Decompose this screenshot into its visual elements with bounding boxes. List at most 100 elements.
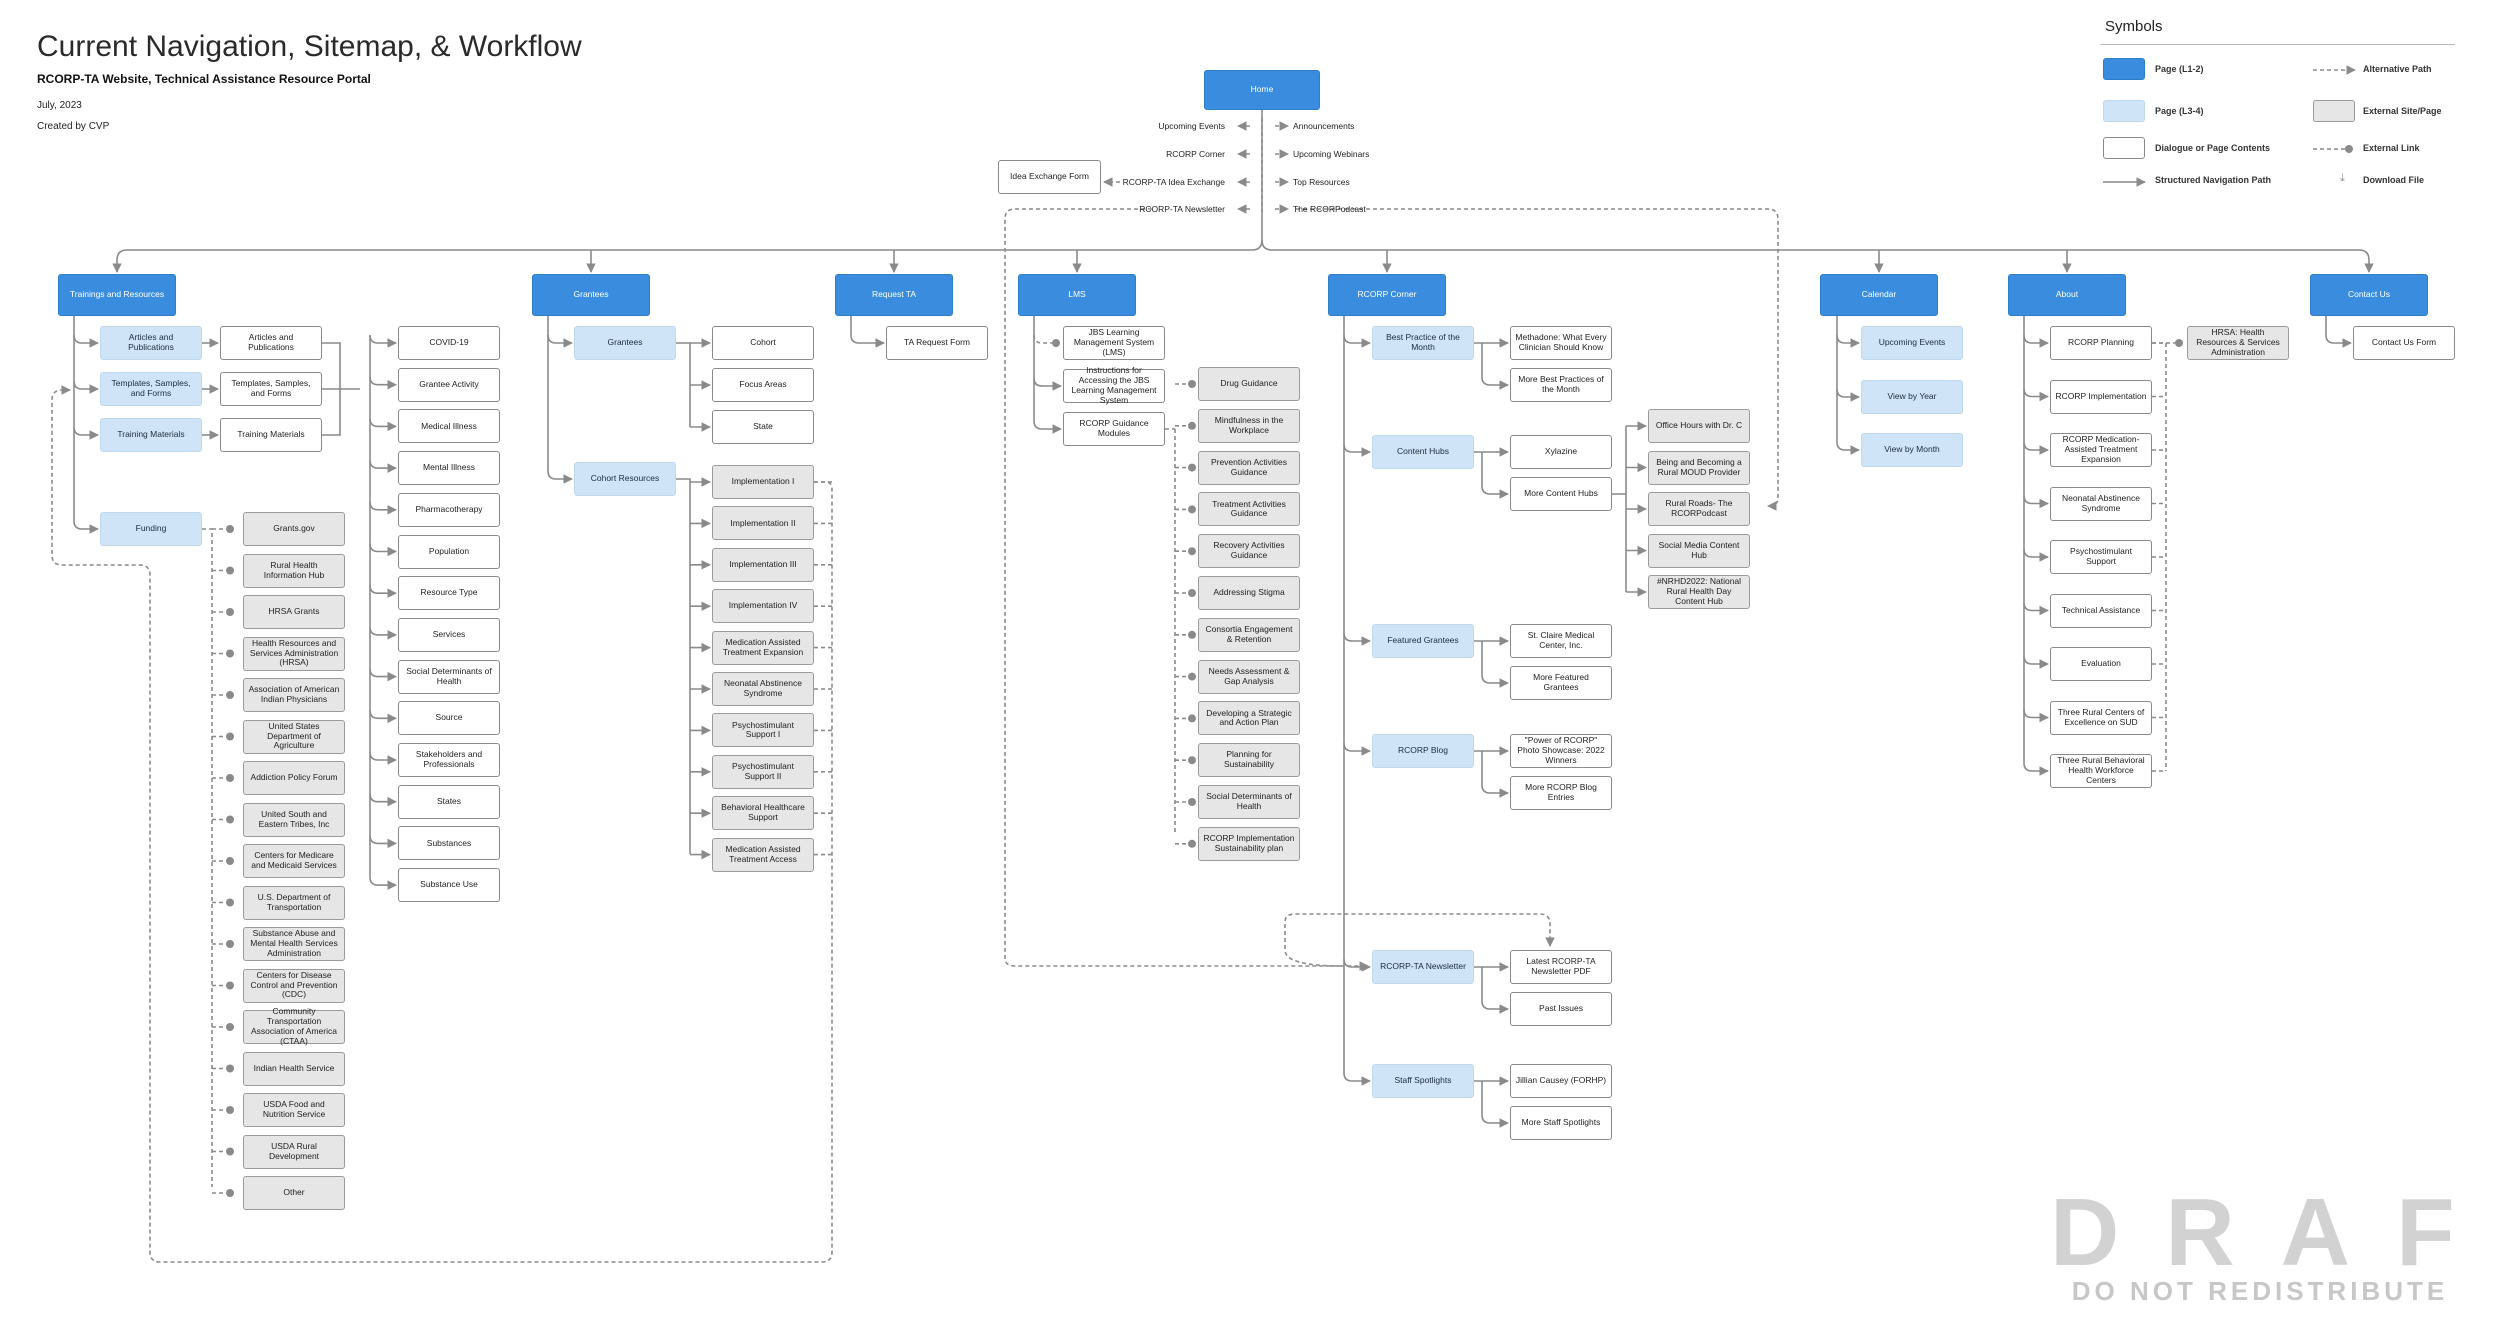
featured-more[interactable]: More Featured Grantees <box>1510 666 1612 700</box>
about-item-3[interactable]: Neonatal Abstinence Syndrome <box>2050 486 2152 521</box>
lms-module-4[interactable]: Recovery Activities Guidance <box>1198 534 1300 569</box>
cohort-item-0[interactable]: Implementation I <box>712 465 814 499</box>
funding-link-3[interactable]: Health Resources and Services Administra… <box>243 636 345 671</box>
corner-content-hubs[interactable]: Content Hubs <box>1372 435 1474 469</box>
best-practice-methadone[interactable]: Methadone: What Every Clinician Should K… <box>1510 326 1612 360</box>
resource-filter-11[interactable]: States <box>398 784 500 819</box>
resource-filter-10[interactable]: Stakeholders and Professionals <box>398 743 500 777</box>
calendar-view-month[interactable]: View by Month <box>1861 433 1963 467</box>
trainings-articles-page[interactable]: Articles and Publications <box>100 326 202 360</box>
about-item-4[interactable]: Psychostimulant Support <box>2050 540 2152 574</box>
resource-filter-7[interactable]: Services <box>398 617 500 652</box>
home-link-upcoming-events[interactable]: Upcoming Events <box>1158 121 1225 131</box>
grantee-filter-state[interactable]: State <box>712 410 814 444</box>
lms-jbs-system[interactable]: JBS Learning Management System (LMS) <box>1063 326 1165 360</box>
hub-more-item-3[interactable]: Social Media Content Hub <box>1648 533 1750 568</box>
lms-module-10[interactable]: Social Determinants of Health <box>1198 785 1300 819</box>
nav-lms[interactable]: LMS <box>1018 274 1136 316</box>
trainings-templates-page[interactable]: Templates, Samples, and Forms <box>100 372 202 406</box>
resource-filter-13[interactable]: Substance Use <box>398 868 500 903</box>
funding-link-6[interactable]: Addiction Policy Forum <box>243 761 345 795</box>
lms-instructions[interactable]: Instructions for Accessing the JBS Learn… <box>1063 366 1165 405</box>
nav-about[interactable]: About <box>2008 274 2126 316</box>
funding-link-16[interactable]: Other <box>243 1176 345 1210</box>
resource-filter-2[interactable]: Medical Illness <box>398 409 500 444</box>
cohort-item-6[interactable]: Psychostimulant Support I <box>712 713 814 748</box>
about-item-8[interactable]: Three Rural Behavioral Health Workforce … <box>2050 754 2152 788</box>
nav-grantees[interactable]: Grantees <box>532 274 650 316</box>
best-practice-more[interactable]: More Best Practices of the Month <box>1510 368 1612 402</box>
newsletter-past-issues[interactable]: Past Issues <box>1510 992 1612 1026</box>
funding-link-5[interactable]: United States Department of Agriculture <box>243 719 345 754</box>
cohort-item-9[interactable]: Medication Assisted Treatment Access <box>712 837 814 872</box>
lms-module-9[interactable]: Planning for Sustainability <box>1198 743 1300 778</box>
contact-us-form[interactable]: Contact Us Form <box>2353 326 2455 360</box>
resource-filter-6[interactable]: Resource Type <box>398 576 500 611</box>
lms-guidance-modules[interactable]: RCORP Guidance Modules <box>1063 412 1165 446</box>
newsletter-latest-pdf[interactable]: Latest RCORP-TA Newsletter PDF <box>1510 950 1612 984</box>
resource-filter-3[interactable]: Mental Illness <box>398 451 500 486</box>
corner-newsletter[interactable]: RCORP-TA Newsletter <box>1372 950 1474 984</box>
trainings-materials-page[interactable]: Training Materials <box>100 418 202 452</box>
funding-link-14[interactable]: USDA Food and Nutrition Service <box>243 1093 345 1127</box>
home-link-announcements[interactable]: Announcements <box>1293 121 1355 131</box>
cohort-item-3[interactable]: Implementation IV <box>712 589 814 624</box>
lms-module-6[interactable]: Consortia Engagement & Retention <box>1198 617 1300 652</box>
home-link-idea-exchange[interactable]: RCORP-TA Idea Exchange <box>1122 177 1225 187</box>
funding-link-9[interactable]: U.S. Department of Transportation <box>243 885 345 920</box>
lms-module-1[interactable]: Mindfulness in the Workplace <box>1198 408 1300 443</box>
cohort-item-1[interactable]: Implementation II <box>712 506 814 541</box>
funding-link-15[interactable]: USDA Rural Development <box>243 1134 345 1169</box>
grantee-filter-cohort[interactable]: Cohort <box>712 326 814 360</box>
home-link-top-resources[interactable]: Top Resources <box>1293 177 1350 187</box>
hub-more-item-4[interactable]: #NRHD2022: National Rural Health Day Con… <box>1648 575 1750 609</box>
lms-module-5[interactable]: Addressing Stigma <box>1198 576 1300 610</box>
hub-more-item-2[interactable]: Rural Roads- The RCORPodcast <box>1648 492 1750 526</box>
featured-st-claire[interactable]: St. Claire Medical Center, Inc. <box>1510 624 1612 658</box>
calendar-view-year[interactable]: View by Year <box>1861 380 1963 414</box>
lms-module-8[interactable]: Developing a Strategic and Action Plan <box>1198 701 1300 736</box>
about-item-5[interactable]: Technical Assistance <box>2050 593 2152 628</box>
funding-page[interactable]: Funding <box>100 512 202 546</box>
cohort-item-5[interactable]: Neonatal Abstinence Syndrome <box>712 672 814 706</box>
about-item-7[interactable]: Three Rural Centers of Excellence on SUD <box>2050 700 2152 735</box>
cohort-item-4[interactable]: Medication Assisted Treatment Expansion <box>712 630 814 665</box>
funding-link-7[interactable]: United South and Eastern Tribes, Inc <box>243 802 345 837</box>
ta-request-form[interactable]: TA Request Form <box>886 326 988 360</box>
lms-module-0[interactable]: Drug Guidance <box>1198 367 1300 401</box>
about-item-2[interactable]: RCORP Medication-Assisted Treatment Expa… <box>2050 433 2152 467</box>
lms-module-7[interactable]: Needs Assessment & Gap Analysis <box>1198 659 1300 694</box>
idea-exchange-form[interactable]: Idea Exchange Form <box>998 160 1101 194</box>
nav-contact[interactable]: Contact Us <box>2310 274 2428 316</box>
resource-filter-9[interactable]: Source <box>398 701 500 736</box>
corner-staff-spotlights[interactable]: Staff Spotlights <box>1372 1064 1474 1098</box>
funding-link-8[interactable]: Centers for Medicare and Medicaid Servic… <box>243 844 345 878</box>
lms-module-2[interactable]: Prevention Activities Guidance <box>1198 450 1300 485</box>
funding-link-12[interactable]: Community Transportation Association of … <box>243 1007 345 1046</box>
resource-filter-4[interactable]: Pharmacotherapy <box>398 492 500 527</box>
cohort-item-2[interactable]: Implementation III <box>712 547 814 582</box>
home-link-podcast[interactable]: The RCORPodcast <box>1293 204 1366 214</box>
hub-more-item-0[interactable]: Office Hours with Dr. C <box>1648 409 1750 443</box>
home-link-upcoming-webinars[interactable]: Upcoming Webinars <box>1293 149 1370 159</box>
funding-link-1[interactable]: Rural Health Information Hub <box>243 553 345 588</box>
cohort-item-7[interactable]: Psychostimulant Support II <box>712 754 814 789</box>
funding-link-13[interactable]: Indian Health Service <box>243 1051 345 1086</box>
funding-link-10[interactable]: Substance Abuse and Mental Health Servic… <box>243 927 345 961</box>
lms-module-3[interactable]: Treatment Activities Guidance <box>1198 492 1300 527</box>
grantee-filter-focus-areas[interactable]: Focus Areas <box>712 368 814 402</box>
resource-filter-5[interactable]: Population <box>398 534 500 569</box>
about-item-0[interactable]: RCORP Planning <box>2050 326 2152 360</box>
spotlight-more[interactable]: More Staff Spotlights <box>1510 1106 1612 1140</box>
blog-photo-showcase[interactable]: "Power of RCORP" Photo Showcase: 2022 Wi… <box>1510 734 1612 768</box>
nav-request-ta[interactable]: Request TA <box>835 274 953 316</box>
blog-more[interactable]: More RCORP Blog Entries <box>1510 776 1612 810</box>
about-item-6[interactable]: Evaluation <box>2050 647 2152 681</box>
corner-featured-grantees[interactable]: Featured Grantees <box>1372 624 1474 658</box>
corner-best-practice[interactable]: Best Practice of the Month <box>1372 326 1474 360</box>
home-link-rcorp-corner[interactable]: RCORP Corner <box>1166 149 1225 159</box>
cohort-resources-page[interactable]: Cohort Resources <box>574 462 676 496</box>
funding-link-4[interactable]: Association of American Indian Physician… <box>243 678 345 712</box>
resource-filter-1[interactable]: Grantee Activity <box>398 367 500 402</box>
about-hrsa-link[interactable]: HRSA: Health Resources & Services Admini… <box>2187 326 2289 360</box>
